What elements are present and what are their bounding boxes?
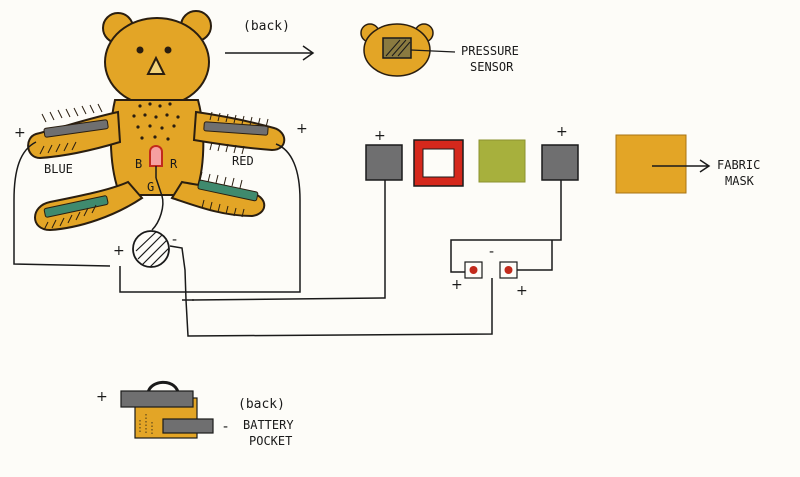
- strip-left-arm: [43, 119, 109, 138]
- coin-battery-icon: [132, 230, 170, 268]
- plus-pad-left: +: [374, 128, 386, 144]
- arrow-to-back: [225, 45, 315, 61]
- arrow-fabric-mask: [652, 159, 711, 173]
- plus-battery: +: [113, 243, 125, 259]
- conductive-pad-right: [541, 144, 579, 181]
- led-icon: [149, 145, 163, 167]
- wire-right-arm-loop: [119, 143, 301, 293]
- bear-back-icon: [360, 23, 434, 77]
- strip-right-leg: [197, 179, 259, 202]
- label-back-bottom: (back): [238, 397, 285, 412]
- belly-label-b: B: [135, 157, 142, 171]
- teddy-bear-icon: B R G: [27, 10, 286, 232]
- leader-pressure-sensor: [410, 49, 456, 53]
- label-blue: BLUE: [44, 162, 73, 176]
- wire-left-arm-loop: [13, 141, 111, 267]
- strip-left-leg: [43, 195, 109, 218]
- bear-eye-right: [164, 46, 172, 54]
- bear-eye-left: [136, 46, 144, 54]
- red-frame-square: [413, 139, 464, 187]
- label-fabric-mask-1: FABRIC: [717, 158, 760, 172]
- plus-led-right: +: [516, 283, 528, 299]
- plus-pocket: +: [96, 389, 108, 405]
- fabric-mask-square: [615, 134, 687, 194]
- plus-right-arm: +: [296, 121, 308, 137]
- plus-left-arm: +: [14, 125, 26, 141]
- pocket-pad-bottom: [162, 418, 214, 434]
- wire-right-pad-to-leds: [450, 180, 562, 273]
- red-frame-inner: [422, 148, 455, 178]
- minus-led-pair: -: [489, 244, 494, 260]
- plus-pad-right: +: [556, 124, 568, 140]
- wiring: [13, 141, 562, 337]
- conductive-pad-left: [365, 144, 403, 181]
- battery-pocket-icon: [120, 380, 214, 439]
- minus-battery: -: [172, 232, 177, 248]
- label-red: RED: [232, 154, 254, 168]
- bear-snout: [146, 55, 166, 75]
- wire-to-left-pad: [191, 180, 386, 301]
- label-pressure-sensor-2: SENSOR: [470, 60, 514, 74]
- label-fabric-mask-2: MASK: [725, 174, 755, 188]
- pocket-pad-top: [120, 390, 194, 408]
- belly-label-g: G: [147, 180, 154, 194]
- label-battery-pocket-1: BATTERY: [243, 418, 294, 432]
- wire-led-right-out: [517, 240, 553, 271]
- stitch-marks: [39, 103, 269, 231]
- olive-square: [478, 139, 526, 183]
- wire-led-to-battery: [151, 177, 164, 231]
- label-battery-pocket-2: POCKET: [249, 434, 292, 448]
- plus-led-left: +: [451, 277, 463, 293]
- belly-label-r: R: [170, 157, 178, 171]
- label-back-top: (back): [243, 19, 290, 34]
- led-pair-right-dot: [504, 266, 513, 274]
- belly-dots: [132, 102, 180, 141]
- strip-right-arm: [203, 121, 269, 136]
- battery-hatch: [135, 231, 170, 268]
- led-pair-left-dot: [469, 266, 478, 274]
- label-pressure-sensor-1: PRESSURE: [461, 44, 519, 58]
- minus-pocket: -: [223, 419, 228, 435]
- wire-battery-minus: [169, 245, 493, 337]
